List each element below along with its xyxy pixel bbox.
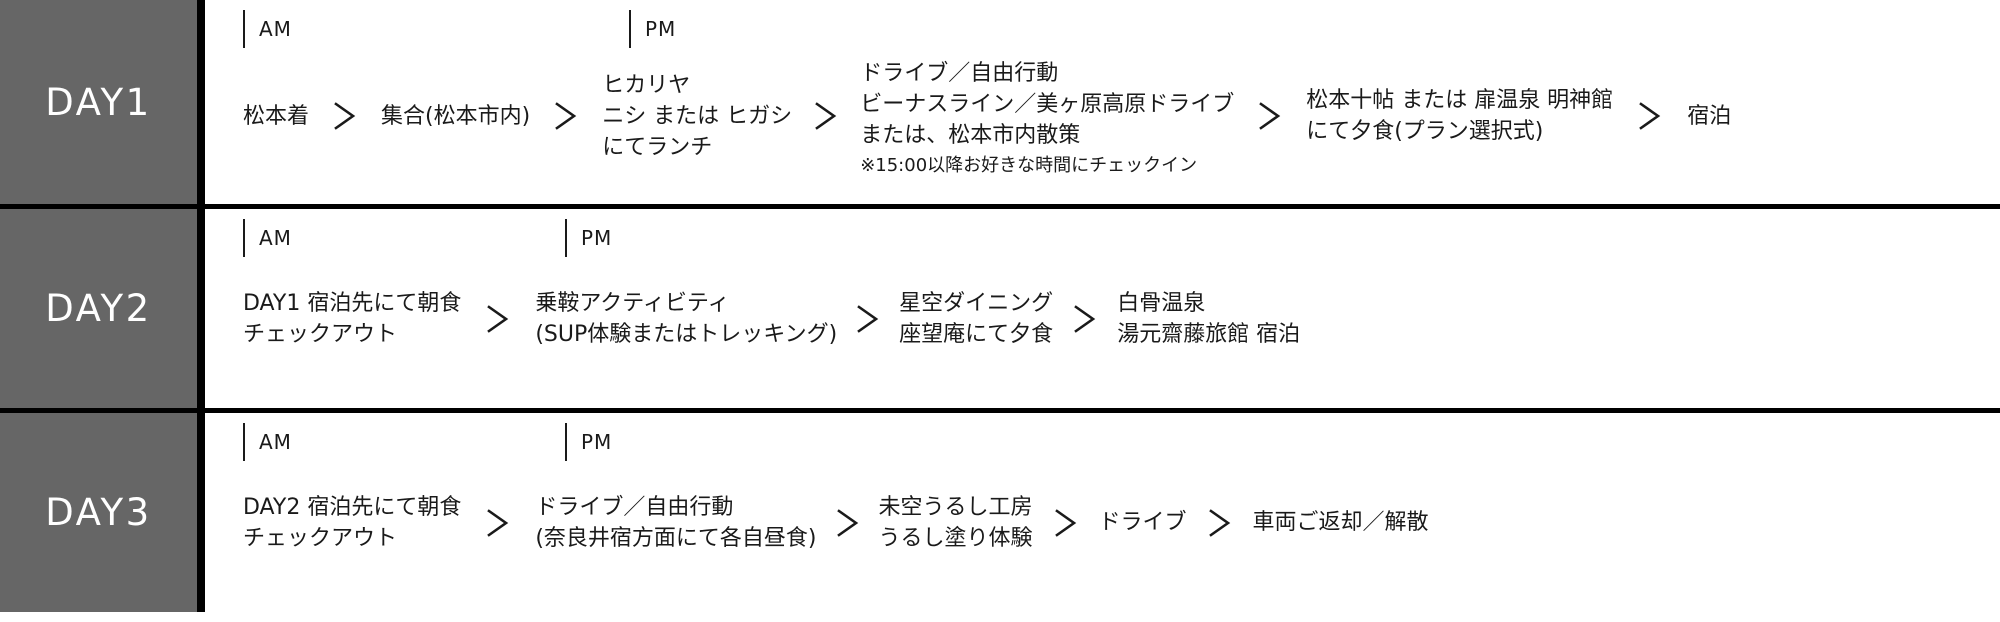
step-item[interactable]: 宿泊 — [1687, 101, 1731, 132]
step-line: 乗鞍アクティビティ — [535, 290, 730, 316]
period-tick-icon — [243, 10, 245, 48]
period-tick-icon — [629, 10, 631, 48]
step-item[interactable]: 集合(松本市内) — [381, 101, 530, 132]
day-label-cell-2: DAY2 — [0, 209, 205, 408]
period-label-am: AM — [259, 226, 292, 250]
step-flow-day1: 松本着 集合(松本市内) ヒカリヤ ニシ または ヒガシ にてランチ — [243, 14, 1731, 218]
step-line: (奈良井宿方面にて各自昼食) — [535, 525, 817, 551]
step-line: ドライブ／自由行動 — [535, 494, 734, 520]
chevron-right-icon — [837, 303, 899, 335]
step-item[interactable]: 星空ダイニング 座望庵にて夕食 — [899, 288, 1053, 350]
period-tick-icon — [243, 423, 245, 461]
chevron-right-icon — [461, 303, 535, 335]
step-line: 松本着 — [243, 103, 310, 129]
step-line: DAY1 宿泊先にて朝食 — [243, 290, 462, 316]
step-item[interactable]: DAY1 宿泊先にて朝食 チェックアウト — [243, 288, 461, 350]
period-label-am: AM — [259, 17, 292, 41]
period-label-pm: PM — [645, 17, 677, 41]
period-marker-pm-day1: PM — [629, 10, 676, 48]
step-item[interactable]: ヒカリヤ ニシ または ヒガシ にてランチ — [602, 70, 792, 163]
step-line: DAY2 宿泊先にて朝食 — [243, 494, 462, 520]
period-marker-am-day2: AM — [243, 219, 292, 257]
step-item[interactable]: ドライブ／自由行動 ビーナスライン／美ヶ原高原ドライブ または、松本市内散策 ※… — [860, 58, 1234, 181]
day-row-3: DAY3 AM PM DAY2 宿泊先にて朝食 チェックアウト — [0, 408, 2000, 612]
period-marker-pm-day3: PM — [565, 423, 612, 461]
step-line: 白骨温泉 — [1117, 290, 1206, 316]
step-item[interactable]: 白骨温泉 湯元齋藤旅館 宿泊 — [1117, 288, 1300, 350]
step-line: 松本十帖 または 扉温泉 明神館 — [1306, 88, 1614, 113]
chevron-right-icon — [1234, 100, 1306, 132]
period-label-pm: PM — [581, 430, 613, 454]
day-label-cell-3: DAY3 — [0, 413, 205, 612]
step-line: ドライブ／自由行動 — [860, 60, 1059, 86]
step-line: 車両ご返却／解散 — [1252, 510, 1429, 535]
step-note-line: ※15:00以降お好きな時間にチェックイン — [860, 154, 1198, 176]
step-item[interactable]: ドライブ／自由行動 (奈良井宿方面にて各自昼食) — [535, 492, 816, 554]
day-label-3: DAY3 — [45, 491, 152, 534]
step-line: 星空ダイニング — [899, 290, 1054, 316]
step-item[interactable]: 松本十帖 または 扉温泉 明神館 にて夕食(プラン選択式) — [1306, 85, 1613, 147]
step-line: うるし塗り体験 — [878, 525, 1033, 551]
day-label-cell-1: DAY1 — [0, 0, 205, 204]
step-line: 湯元齋藤旅館 宿泊 — [1117, 321, 1301, 347]
day-label-2: DAY2 — [45, 287, 152, 330]
step-item[interactable]: ドライブ — [1099, 507, 1187, 538]
day-label-1: DAY1 — [45, 80, 152, 124]
day-row-1: DAY1 AM PM 松本着 集合(松本市内) — [0, 0, 2000, 204]
step-line: 集合(松本市内) — [381, 103, 531, 129]
period-label-pm: PM — [581, 226, 613, 250]
chevron-right-icon — [1613, 100, 1687, 132]
step-line: (SUP体験またはトレッキング) — [535, 321, 838, 347]
step-line: ヒカリヤ — [602, 72, 691, 98]
step-item[interactable]: 乗鞍アクティビティ (SUP体験またはトレッキング) — [535, 288, 837, 350]
period-marker-am-day3: AM — [243, 423, 292, 461]
step-line: チェックアウト — [243, 321, 398, 347]
period-marker-pm-day2: PM — [565, 219, 612, 257]
step-item[interactable]: 松本着 — [243, 101, 309, 132]
step-line: チェックアウト — [243, 525, 398, 551]
period-label-am: AM — [259, 430, 292, 454]
chevron-right-icon — [309, 100, 381, 132]
chevron-right-icon — [1187, 507, 1253, 539]
step-line: ドライブ — [1098, 510, 1187, 535]
step-line: ビーナスライン／美ヶ原高原ドライブ — [860, 91, 1235, 117]
step-line: 未空うるし工房 — [878, 494, 1033, 520]
step-line: 宿泊 — [1687, 103, 1732, 129]
step-item[interactable]: DAY2 宿泊先にて朝食 チェックアウト — [243, 492, 461, 554]
step-flow-day3: DAY2 宿泊先にて朝食 チェックアウト ドライブ／自由行動 (奈良井宿方面にて… — [243, 423, 1429, 622]
chevron-right-icon — [1033, 507, 1099, 539]
chevron-right-icon — [530, 100, 602, 132]
step-line: にてランチ — [602, 134, 713, 160]
step-flow-day2: DAY1 宿泊先にて朝食 チェックアウト 乗鞍アクティビティ (SUP体験または… — [243, 219, 1300, 418]
period-tick-icon — [243, 219, 245, 257]
step-line: または、松本市内散策 — [860, 122, 1081, 148]
period-tick-icon — [565, 423, 567, 461]
step-line: ニシ または ヒガシ — [602, 103, 793, 129]
day-content-3: AM PM DAY2 宿泊先にて朝食 チェックアウト ドライブ／自由行動 (奈良… — [205, 413, 2000, 612]
chevron-right-icon — [461, 507, 535, 539]
step-item[interactable]: 未空うるし工房 うるし塗り体験 — [879, 492, 1033, 554]
chevron-right-icon — [792, 100, 860, 132]
step-item[interactable]: 車両ご返却／解散 — [1253, 507, 1429, 538]
step-line: にて夕食(プラン選択式) — [1306, 119, 1544, 144]
chevron-right-icon — [817, 507, 879, 539]
period-tick-icon — [565, 219, 567, 257]
step-line: 座望庵にて夕食 — [899, 321, 1054, 347]
day-row-2: DAY2 AM PM DAY1 宿泊先にて朝食 チェックアウト — [0, 204, 2000, 408]
day-content-2: AM PM DAY1 宿泊先にて朝食 チェックアウト 乗鞍アクティビティ (SU… — [205, 209, 2000, 408]
period-marker-am-day1: AM — [243, 10, 292, 48]
chevron-right-icon — [1053, 303, 1117, 335]
day-content-1: AM PM 松本着 集合(松本市内) — [205, 0, 2000, 204]
